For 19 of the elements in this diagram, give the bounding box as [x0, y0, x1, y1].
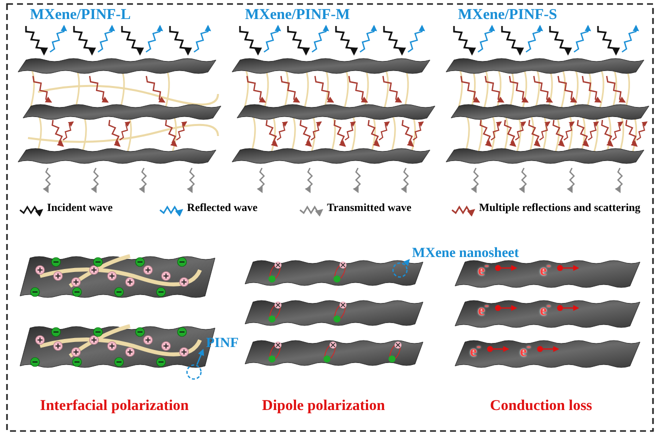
- section-caption: Interfacial polarization: [40, 398, 189, 415]
- callout-text: MXene nanosheet: [412, 246, 519, 261]
- legend-text: Multiple reflections and scattering: [479, 202, 640, 214]
- panel-title: MXene/PINF-L: [30, 7, 131, 24]
- electron-label: e$^{-}$: [470, 339, 481, 361]
- section-caption: Conduction loss: [490, 398, 592, 415]
- section-caption: Dipole polarization: [262, 398, 385, 415]
- electron-label: e$^{-}$: [540, 258, 551, 280]
- electron-label: e$^{-}$: [478, 258, 489, 280]
- legend-text: Transmitted wave: [327, 202, 412, 214]
- panel-title: MXene/PINF-M: [245, 7, 350, 24]
- leader-arrow: [403, 259, 410, 266]
- leader-arrow: [196, 348, 204, 365]
- electron-label: e$^{-}$: [540, 298, 551, 320]
- legend-text: Incident wave: [47, 202, 113, 214]
- legend-text: Reflected wave: [187, 202, 258, 214]
- panel-title: MXene/PINF-S: [458, 7, 558, 24]
- electron-label: e$^{-}$: [520, 339, 531, 361]
- electron-label: e$^{-}$: [478, 298, 489, 320]
